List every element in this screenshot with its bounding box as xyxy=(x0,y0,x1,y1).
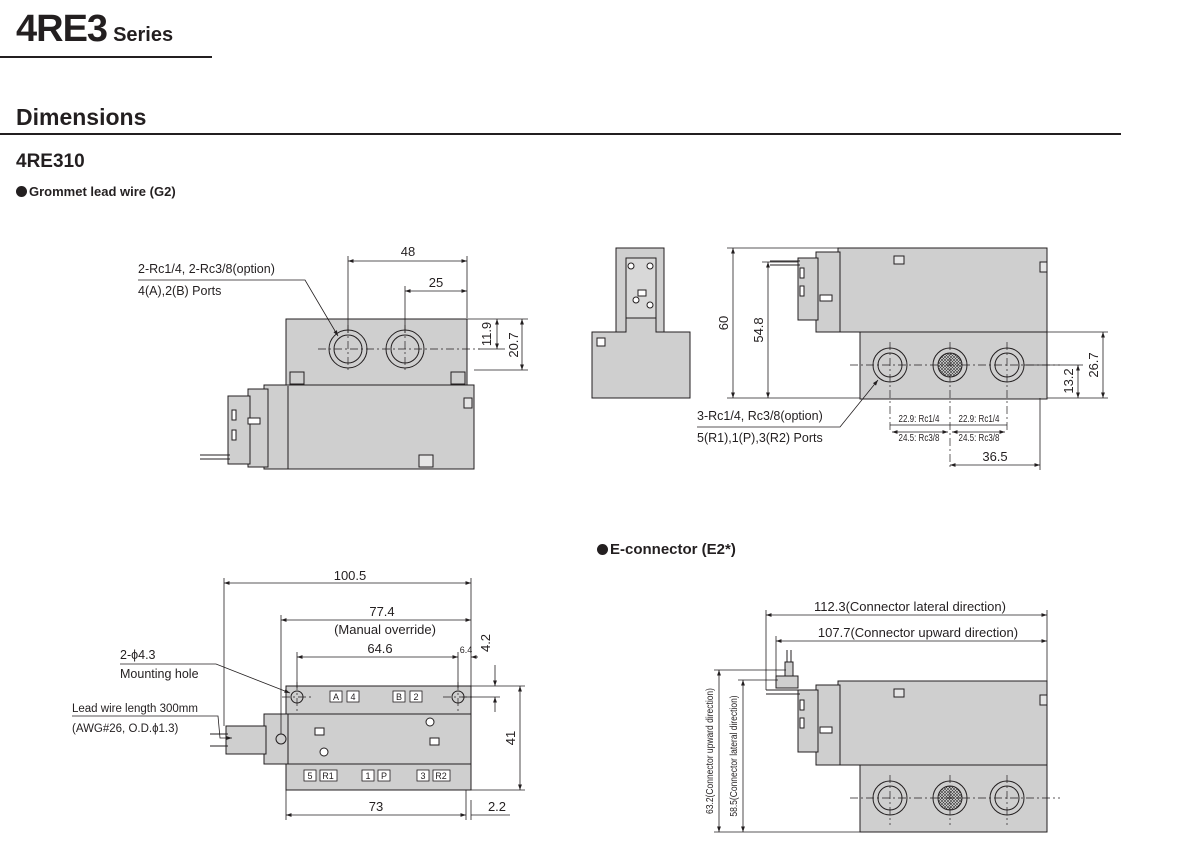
model-code: 4RE310 xyxy=(16,151,85,172)
top-port-markings: A 4 B 2 xyxy=(329,690,423,703)
section-divider xyxy=(0,133,1121,135)
series-underline xyxy=(0,56,212,58)
view-top: A 4 B 2 5 R1 1 P 3 R2 xyxy=(72,568,525,820)
series-word: Series xyxy=(113,24,174,46)
port-mark-2: 2 xyxy=(413,692,418,702)
grommet-subtitle-text: Grommet lead wire (G2) xyxy=(29,184,176,199)
dimension-lines-top xyxy=(72,578,525,820)
series-model: 4RE3 xyxy=(16,8,108,50)
dim-48-front: 48 xyxy=(401,244,415,259)
port-mark-r1: R1 xyxy=(322,771,334,781)
dim-107-7-econnector: 107.7(Connector upward direction) xyxy=(818,625,1018,640)
dim-54-8-side: 54.8 xyxy=(751,317,766,342)
dim-77-4-top: 77.4 xyxy=(369,604,394,619)
dim-4-2-top: 4.2 xyxy=(478,634,493,652)
port-mark-p: P xyxy=(381,771,387,781)
dim-64-6-top: 64.6 xyxy=(367,641,392,656)
view-front-grommet: 48 25 11.9 20.7 2-Rc1/4, 2-Rc3/8(option)… xyxy=(138,244,528,470)
hole-label-line2: Mounting hole xyxy=(120,667,199,681)
port-label-line1-side: 3-Rc1/4, Rc3/8(option) xyxy=(697,409,823,423)
port-label-line2-side: 5(R1),1(P),3(R2) Ports xyxy=(697,431,823,445)
dim-25-front: 25 xyxy=(429,275,443,290)
dim-20-7-front: 20.7 xyxy=(506,332,521,357)
centerlines-side xyxy=(850,342,1060,470)
dim-73-top: 73 xyxy=(369,799,383,814)
dim-6-4-top: 6.4 xyxy=(460,645,473,655)
port-mark-4: 4 xyxy=(350,692,355,702)
dimension-lines-side xyxy=(697,247,1108,470)
port-mark-r2: R2 xyxy=(435,771,447,781)
pitch-b-rc14: 22.9: Rc1/4 xyxy=(959,413,1000,424)
grommet-subtitle: Grommet lead wire (G2) xyxy=(16,184,176,199)
dimension-lines-econnector xyxy=(714,610,1048,833)
port-mark-1: 1 xyxy=(365,771,370,781)
port-mark-a: A xyxy=(333,692,339,702)
dim-63-2-econnector: 63.2(Connector upward direction) xyxy=(704,688,715,814)
port-mark-3: 3 xyxy=(420,771,425,781)
pitch-a-rc38: 24.5: Rc3/8 xyxy=(899,432,940,443)
pitch-a-rc14: 22.9: Rc1/4 xyxy=(899,413,940,424)
port-label-line2-front: 4(A),2(B) Ports xyxy=(138,284,221,298)
dim-58-5-econnector: 58.5(Connector lateral direction) xyxy=(728,695,739,816)
bottom-port-markings: 5 R1 1 P 3 R2 xyxy=(303,769,451,782)
lead-label-line2: (AWG#26, O.D.ϕ1.3) xyxy=(72,723,179,735)
dim-2-2-top: 2.2 xyxy=(488,799,506,814)
dim-13-2-side: 13.2 xyxy=(1061,368,1076,393)
lead-wire-side xyxy=(770,260,800,266)
pitch-b-rc38: 24.5: Rc3/8 xyxy=(959,432,1000,443)
dimension-lines-front xyxy=(138,256,528,371)
port-mark-5: 5 xyxy=(307,771,312,781)
bullet-icon xyxy=(16,186,27,197)
econnector-subtitle: E-connector (E2*) xyxy=(597,541,736,558)
dim-60-side: 60 xyxy=(716,316,731,330)
dim-112-3-econnector: 112.3(Connector lateral direction) xyxy=(814,599,1006,614)
centerlines-econnector xyxy=(850,775,1060,825)
bullet-icon xyxy=(597,544,608,555)
lead-wire-front xyxy=(200,454,230,460)
dim-11-9-front: 11.9 xyxy=(479,322,494,346)
dim-100-5-top: 100.5 xyxy=(334,568,367,583)
econnector-subtitle-text: E-connector (E2*) xyxy=(610,541,736,558)
dim-41-top: 41 xyxy=(503,731,518,745)
lead-label-line1: Lead wire length 300mm xyxy=(72,703,198,715)
dim-26-7-side: 26.7 xyxy=(1086,352,1101,377)
manual-override-label: (Manual override) xyxy=(334,622,436,637)
port-label-line1-front: 2-Rc1/4, 2-Rc3/8(option) xyxy=(138,262,275,276)
section-title: Dimensions xyxy=(16,104,147,130)
lead-wire-top xyxy=(210,733,228,747)
hole-label-line1: 2-ϕ4.3 xyxy=(120,648,156,662)
view-e-connector: 112.3(Connector lateral direction) 107.7… xyxy=(704,599,1060,833)
view-side-grommet: 60 54.8 13.2 26.7 36.5 22.9: Rc1/4 24.5:… xyxy=(591,247,1108,470)
valve-end-view xyxy=(591,247,691,399)
port-mark-b: B xyxy=(396,692,402,702)
valve-body-front xyxy=(227,318,475,470)
dim-36-5-side: 36.5 xyxy=(982,449,1007,464)
connector-wires xyxy=(766,650,800,695)
